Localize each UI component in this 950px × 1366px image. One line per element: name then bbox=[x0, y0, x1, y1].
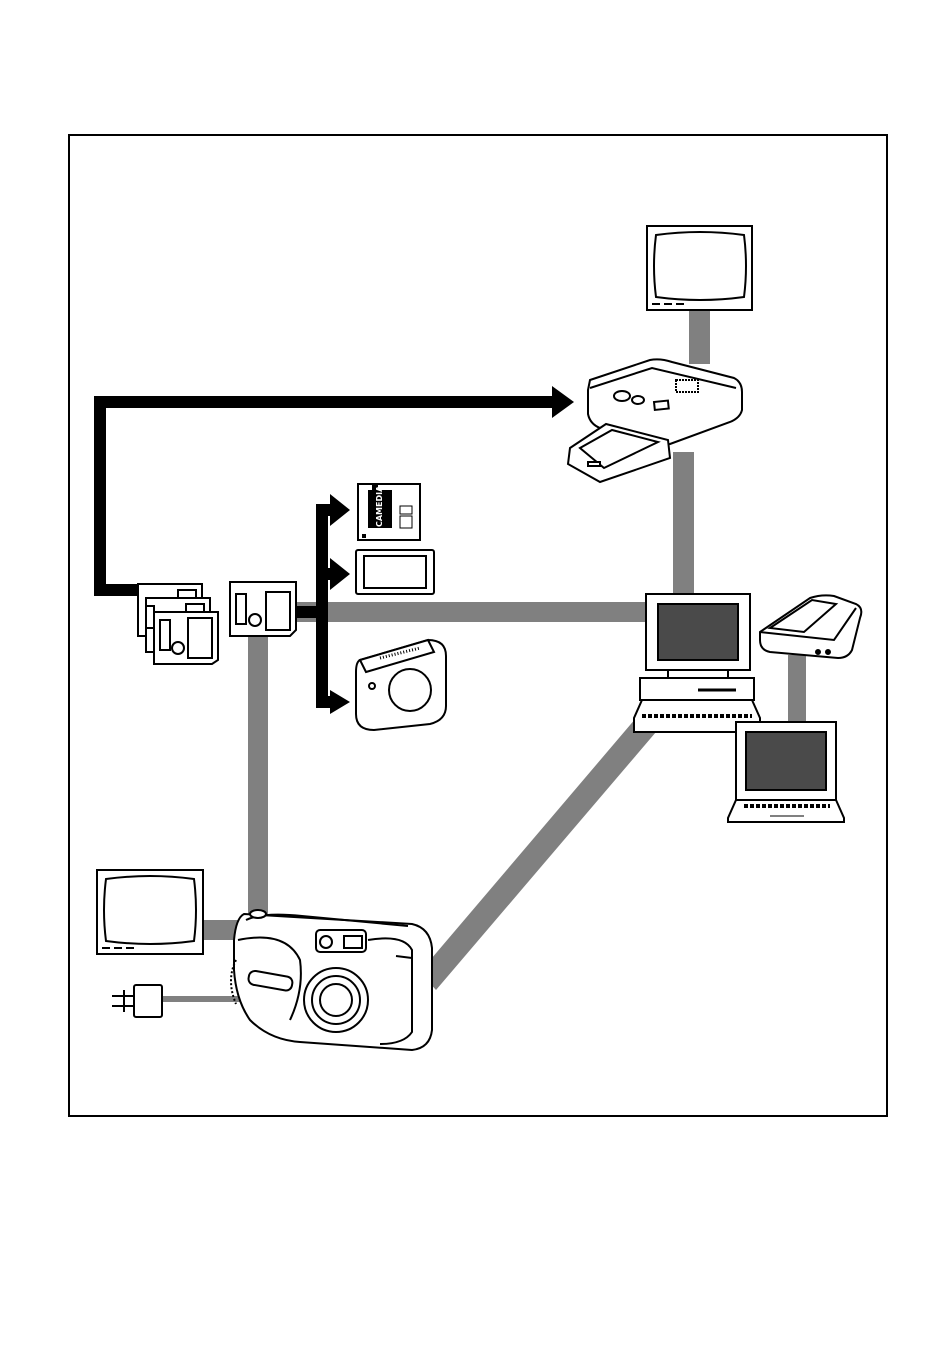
camedia-label: CAMEDIA bbox=[375, 485, 384, 527]
external-drive-icon bbox=[760, 595, 861, 658]
television-icon bbox=[647, 226, 752, 310]
smartmedia-cards-icon bbox=[138, 584, 218, 664]
laptop-icon bbox=[728, 722, 844, 822]
cable-card-pc bbox=[296, 602, 646, 622]
desktop-computer-icon bbox=[634, 594, 760, 732]
usb-card-reader-icon bbox=[356, 640, 446, 730]
ac-adapter-icon bbox=[112, 985, 162, 1017]
pc-card-adapter-icon bbox=[356, 550, 434, 594]
camedia-floppy-adapter-icon: CAMEDIA bbox=[358, 484, 420, 540]
television-bottom-icon bbox=[97, 870, 203, 954]
digital-camera-icon bbox=[231, 910, 432, 1050]
cable-drive-laptop bbox=[788, 655, 806, 725]
cable-tv-printer bbox=[689, 308, 710, 364]
card-photo-printer-icon bbox=[568, 359, 742, 482]
cable-card-camera bbox=[248, 634, 268, 916]
cable-printer-pc bbox=[673, 452, 694, 598]
cable-pc-camera bbox=[420, 718, 656, 990]
smartmedia-card-icon bbox=[230, 582, 296, 636]
cable-ac-adapter bbox=[162, 996, 244, 1002]
